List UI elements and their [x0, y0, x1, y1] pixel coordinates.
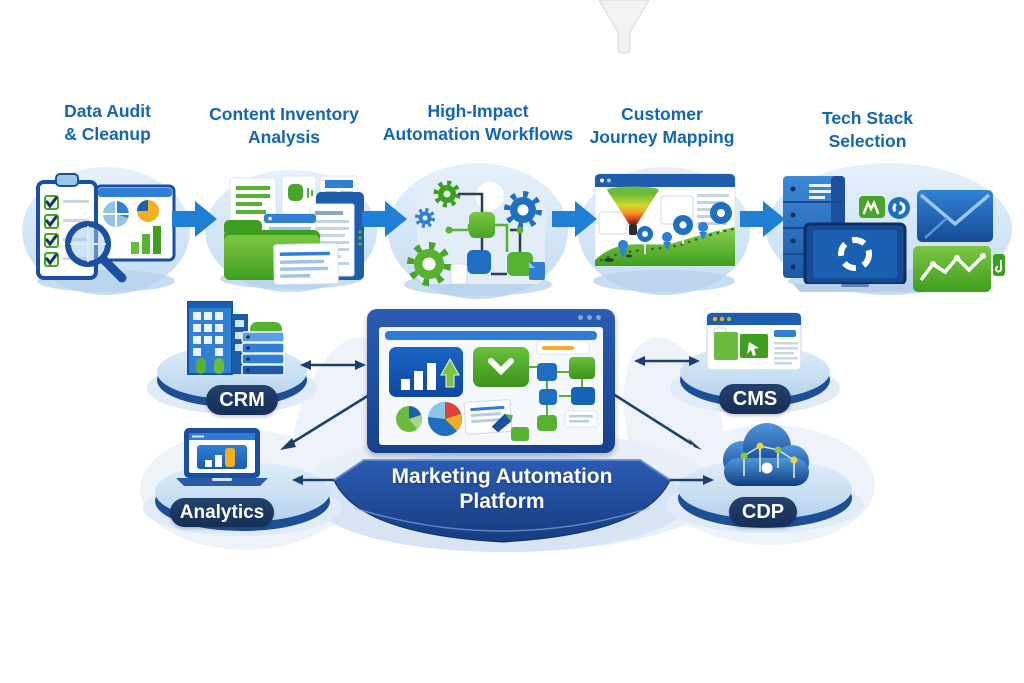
- crm-label: CRM: [219, 388, 265, 411]
- gears-workflow-icon: [407, 180, 545, 286]
- step-arrow-icon: [740, 201, 785, 237]
- magnifier-icon: [65, 221, 127, 283]
- journey-map-icon: [594, 173, 736, 267]
- analytics-label: Analytics: [179, 501, 265, 523]
- connector-hub-cdp: [609, 390, 702, 450]
- email-icon: [917, 190, 993, 242]
- hub-platform-label-line: Platform: [459, 490, 545, 513]
- hub-platform-label-line: Marketing Automation: [391, 465, 613, 488]
- crm-label-pill: CRM: [206, 385, 278, 415]
- cdp-label-pill: CDP: [729, 497, 797, 527]
- cms-label-pill: CMS: [719, 384, 791, 414]
- analytics-laptop-icon: [176, 428, 268, 486]
- step-title-line: Automation Workflows: [382, 124, 574, 144]
- hub-pedestal: [333, 459, 671, 543]
- step-title-automation-workflows: High-Impact Automation Workflows: [372, 100, 584, 146]
- step-title-line: Content Inventory: [209, 104, 359, 124]
- gear-icon: [415, 208, 435, 228]
- line-chart-icon: [913, 246, 991, 292]
- step-title-line: Journey Mapping: [589, 127, 735, 147]
- step-title-content-inventory: Content Inventory Analysis: [193, 103, 375, 149]
- clipboard-checklist-icon: [36, 173, 176, 283]
- step-title-line: Data Audit: [64, 101, 151, 121]
- connector-crm-hub: [300, 360, 366, 370]
- step-title-line: Analysis: [248, 127, 320, 147]
- cms-browser-icon: [706, 312, 802, 371]
- step-title-line: & Cleanup: [64, 124, 151, 144]
- step-title-line: Tech Stack: [821, 108, 914, 128]
- cms-label: CMS: [732, 387, 778, 410]
- music-note-icon: [993, 254, 1005, 276]
- dashboard-icon: [94, 184, 176, 262]
- step-title-line: High-Impact: [427, 101, 529, 121]
- step-title-data-audit: Data Audit & Cleanup: [20, 100, 195, 146]
- folder-documents-icon: [224, 175, 364, 286]
- step-title-journey-mapping: Customer Journey Mapping: [568, 103, 756, 149]
- gear-icon: [407, 242, 451, 286]
- step-arrow-icon: [172, 201, 217, 237]
- laptop-icon: [793, 222, 917, 292]
- step-arrow-icon: [552, 201, 597, 237]
- refresh-badge-icon: [888, 197, 910, 219]
- connector-hub-cms: [634, 356, 700, 366]
- gear-icon: [504, 191, 542, 229]
- connector-hub-analytics: [280, 390, 375, 450]
- cdp-label: CDP: [741, 500, 785, 523]
- analytics-label-pill: Analytics: [170, 498, 274, 527]
- hub-platform-label: Marketing Automation Platform: [358, 464, 646, 514]
- server-stack-icon: [241, 331, 285, 376]
- tech-stack-icon: [783, 176, 1005, 292]
- cdp-cloud-icon: [723, 423, 809, 486]
- funnel-watermark-icon: [598, 0, 650, 54]
- step-title-line: Selection: [828, 131, 907, 151]
- step-arrow-icon: [362, 201, 407, 237]
- step-title-tech-stack: Tech Stack Selection: [780, 107, 955, 153]
- crm-building-icon: [187, 301, 285, 376]
- step-title-line: Customer: [621, 104, 703, 124]
- hub-laptop-dashboard-icon: [385, 331, 598, 441]
- badge-icon: [859, 196, 885, 218]
- hub-laptop-dots: [578, 315, 601, 320]
